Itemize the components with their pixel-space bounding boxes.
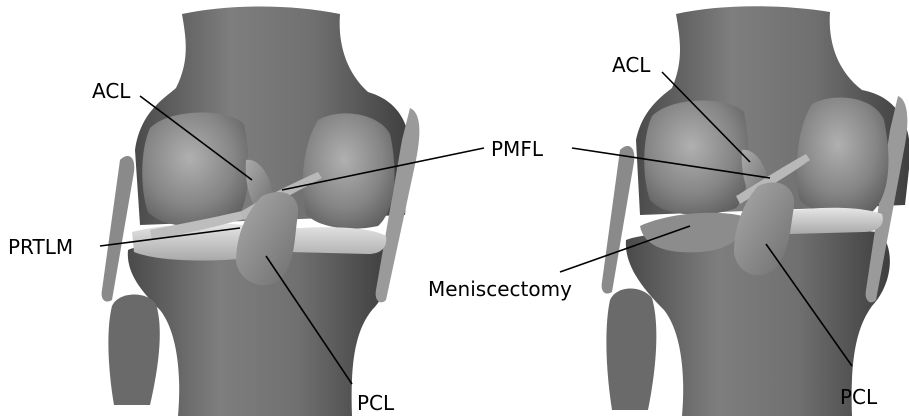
right-acl-label: ACL	[612, 53, 651, 77]
left-acl-label: ACL	[92, 79, 131, 103]
left-lateral-condyle	[142, 112, 248, 226]
left-knee-model	[102, 7, 420, 416]
right-meniscectomy-label: Meniscectomy	[428, 277, 572, 301]
left-medial-condyle	[303, 113, 395, 228]
left-fibula	[108, 294, 159, 405]
left-lcl	[102, 156, 135, 302]
left-prtlm-label: PRTLM	[8, 235, 73, 259]
right-fibula	[606, 288, 656, 410]
left-pmfl-label: PMFL	[491, 137, 544, 161]
right-medial-condyle	[797, 97, 889, 214]
right-lcl	[602, 146, 635, 294]
left-pcl-label: PCL	[357, 391, 395, 415]
right-lateral-condyle	[644, 100, 748, 214]
right-pcl-label: PCL	[840, 385, 878, 409]
